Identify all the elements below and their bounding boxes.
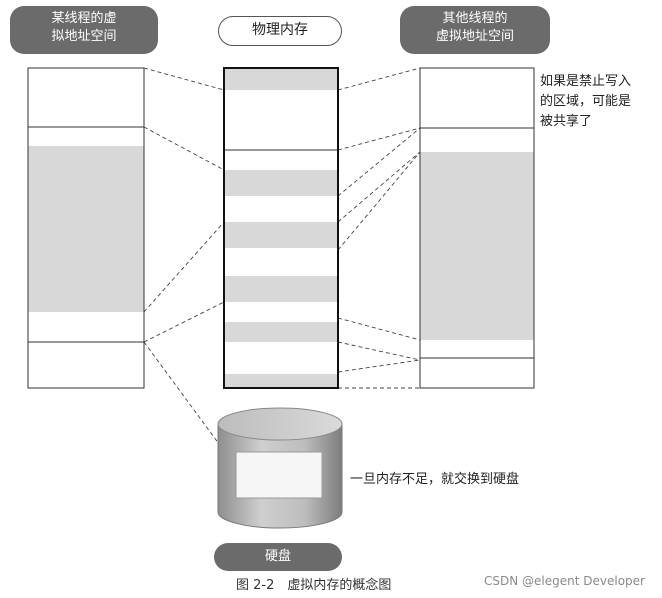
memory-block	[224, 374, 338, 388]
map-line	[337, 151, 421, 251]
figure-caption: 图 2-2 虚拟内存的概念图	[236, 578, 392, 593]
right-space-title: 其他线程的 虚拟地址空间	[400, 6, 550, 54]
watermark: CSDN @elegent Developer	[484, 574, 645, 588]
hard-disk-icon	[217, 407, 343, 529]
right-address-space	[419, 67, 535, 389]
hard-disk-label: 硬盘	[214, 543, 342, 571]
map-line	[337, 317, 421, 341]
left-space-title: 某线程的虚 拟地址空间	[10, 6, 158, 54]
disk-window	[235, 451, 323, 499]
memory-block	[224, 222, 338, 248]
right-used-region	[420, 152, 534, 340]
mapping-lines	[143, 67, 421, 449]
memory-block	[224, 322, 338, 342]
left-address-space	[27, 67, 145, 389]
map-line	[143, 126, 225, 171]
map-line	[143, 221, 225, 313]
shared-region-note: 如果是禁止写入 的区域，可能是 被共享了	[540, 74, 632, 129]
left-used-region	[28, 146, 144, 312]
map-line	[143, 301, 225, 343]
map-line	[337, 127, 421, 197]
map-line	[337, 359, 421, 373]
physical-memory-title: 物理内存	[218, 16, 342, 46]
memory-block	[224, 68, 338, 90]
map-line	[337, 127, 421, 151]
memory-block	[224, 170, 338, 196]
map-line	[143, 67, 225, 91]
map-line	[337, 151, 421, 223]
memory-block	[224, 276, 338, 302]
map-line	[337, 67, 421, 91]
map-line	[143, 341, 223, 449]
map-line	[337, 341, 421, 361]
physical-memory	[223, 67, 339, 389]
swap-note: 一旦内存不足，就交换到硬盘	[350, 472, 520, 487]
